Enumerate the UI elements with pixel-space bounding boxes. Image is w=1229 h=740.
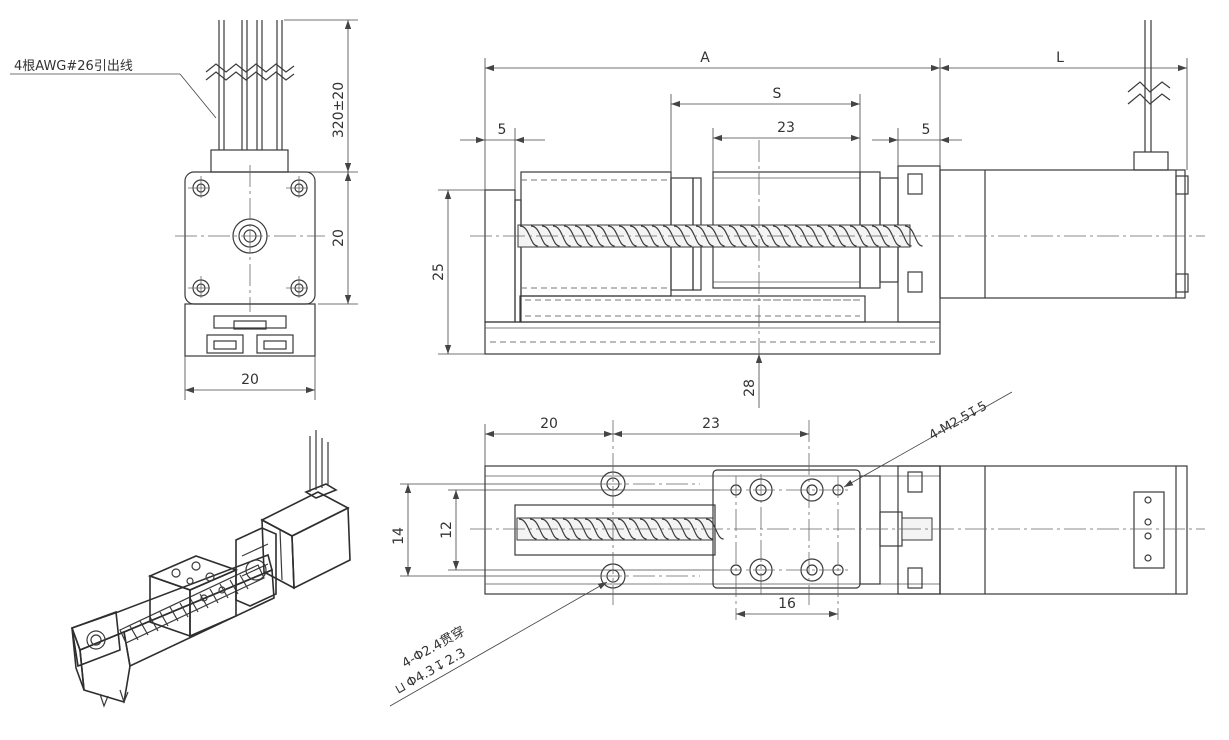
dim-center-height: 28 — [742, 379, 758, 397]
dim-motor-height: 20 — [331, 229, 347, 247]
dim-hole-spacing: 23 — [702, 416, 720, 432]
thread-turn — [584, 518, 603, 540]
dim-left-margin: 5 — [498, 122, 507, 138]
thread-note: 4-M2.5 — [927, 408, 973, 443]
dim-stroke: S — [773, 86, 782, 102]
isometric-view — [70, 430, 351, 708]
dim-lead-length: 320±20 — [331, 82, 347, 138]
guide-rail — [519, 295, 866, 323]
thread-turn — [551, 518, 570, 540]
thread-turn — [650, 518, 669, 540]
dim-height: 25 — [431, 263, 447, 281]
dim-motor-length: L — [1056, 50, 1064, 66]
dim-hole-offset: 20 — [540, 416, 558, 432]
front-base — [184, 303, 316, 357]
front-view: 4根AWG#26引出线 320±20 20 20 — [10, 19, 358, 400]
thread-turn — [683, 518, 702, 540]
motor-body — [939, 169, 1186, 299]
dim-slider-length: 23 — [777, 120, 795, 136]
dim-width-inner: 12 — [439, 521, 455, 539]
wire-exit-block — [210, 149, 289, 173]
dim-overall-length: A — [700, 50, 710, 66]
wire-note: 4根AWG#26引出线 — [14, 59, 133, 74]
side-view: A L S 23 5 5 25 28 — [431, 20, 1205, 408]
top-view: 20 23 14 12 16 4-M2.5 ↧ 5 4-Φ2.4贯穿 ⊔ Φ4.… — [389, 391, 1205, 707]
dim-base-width: 20 — [241, 372, 259, 388]
lead-wires — [205, 20, 295, 150]
thread-turn — [518, 518, 537, 540]
counterbore-depth: 2.3 — [443, 646, 468, 669]
thread-turn — [617, 518, 636, 540]
base-rail — [484, 321, 941, 355]
wire-exit — [1133, 151, 1169, 171]
connector — [1133, 491, 1165, 569]
dim-width-outer: 14 — [391, 527, 407, 545]
left-end-block — [484, 189, 516, 323]
motor-top — [939, 465, 1188, 595]
screw-channel — [514, 504, 716, 556]
dim-right-margin: 5 — [922, 122, 931, 138]
dim-slider-hole-spacing: 16 — [778, 596, 796, 612]
